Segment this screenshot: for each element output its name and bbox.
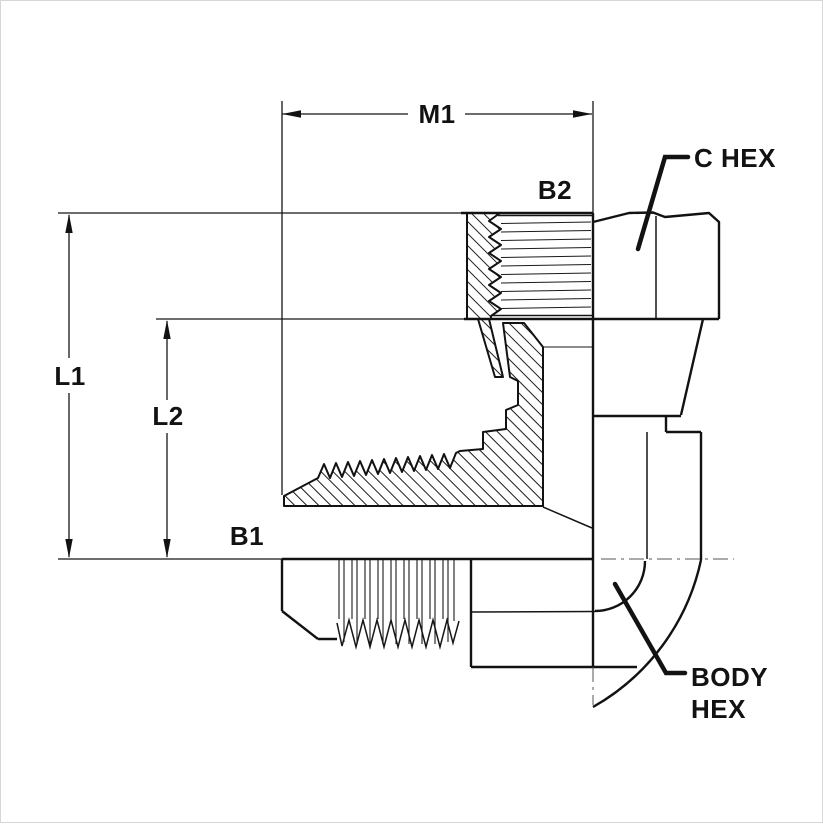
body-section-mass <box>283 322 544 507</box>
male-thread <box>280 559 460 650</box>
elbow-body-exterior <box>282 213 705 709</box>
b1-label: B1 <box>230 521 264 551</box>
swivel-nut <box>461 211 721 378</box>
callout-c-hex: C HEX <box>635 143 776 252</box>
c-hex-label: C HEX <box>694 143 776 173</box>
l2-dimension-label: L2 <box>152 401 183 431</box>
body-hex-label-line2: HEX <box>691 694 746 724</box>
extension-lines <box>58 101 594 560</box>
elbow-outer-curve <box>592 559 703 709</box>
nut-exterior-outline <box>592 211 721 319</box>
arrowhead-up <box>65 214 73 233</box>
b2-label: B2 <box>538 175 572 205</box>
male-thread-lines <box>338 560 455 644</box>
body-section <box>283 322 593 529</box>
arrowhead-up <box>163 320 171 339</box>
l1-dimension-label: L1 <box>54 361 85 391</box>
callout-body-hex: BODY HEX <box>612 581 768 724</box>
dimension-m1: M1 <box>282 99 592 129</box>
arrowhead-down <box>163 539 171 558</box>
c-hex-leader-line <box>635 154 691 252</box>
female-thread-lines <box>500 221 592 310</box>
male-thread-crests <box>336 617 460 650</box>
nose-chamfer <box>281 610 319 640</box>
bore-bend-line <box>542 506 593 529</box>
dimension-l1: L1 <box>54 214 85 558</box>
m1-dimension-label: M1 <box>418 99 455 129</box>
arrowhead-left <box>282 110 301 118</box>
body-hex-facet <box>470 610 596 613</box>
nut-skirt-taper <box>679 318 705 416</box>
nut-lip-section <box>477 318 504 378</box>
body-hex-label-line1: BODY <box>691 662 768 692</box>
nut-section-wall <box>466 212 502 320</box>
elbow-inner-fillet <box>594 560 647 613</box>
arrowhead-down <box>65 539 73 558</box>
centerlines <box>592 558 734 705</box>
dimension-l2: L2 <box>152 320 183 558</box>
arrowhead-right <box>573 110 592 118</box>
body-hex-leader-line <box>612 581 688 676</box>
